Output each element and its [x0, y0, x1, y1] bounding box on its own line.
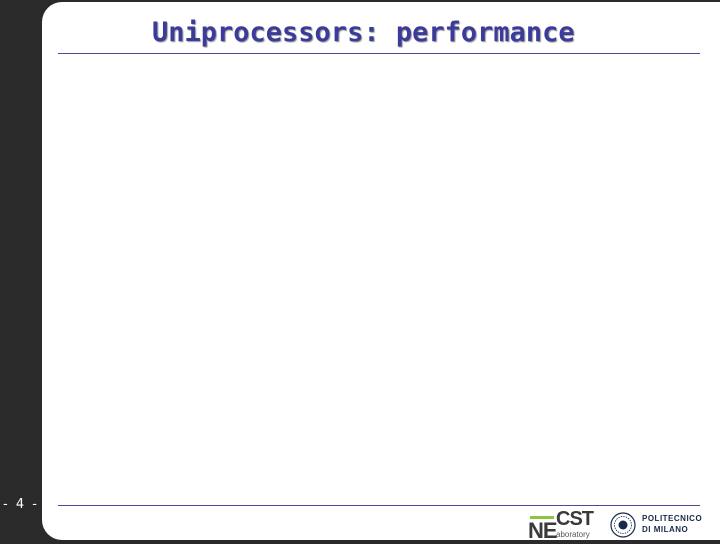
necst-logo-subtitle: aboratory — [556, 530, 590, 539]
page-number: - 4 - — [3, 497, 39, 512]
necst-logo-cst: CST — [556, 508, 594, 530]
necst-logo: NE CST aboratory — [528, 508, 604, 543]
polimi-logo-text: POLITECNICO DI MILANO — [642, 513, 702, 535]
necst-logo-ne: NE — [528, 518, 558, 543]
polimi-line2: DI MILANO — [642, 525, 689, 534]
slide-canvas: Uniprocessors: performance NE CST aborat… — [42, 2, 720, 543]
footer-divider — [58, 505, 700, 506]
polimi-logo: POLITECNICO DI MILANO — [610, 510, 720, 540]
polimi-seal-icon — [610, 512, 636, 538]
sidebar: - 4 - — [0, 0, 42, 540]
title-divider — [58, 53, 700, 54]
slide-title: Uniprocessors: performance — [152, 17, 575, 48]
necst-accent-bar — [530, 516, 554, 519]
polimi-line1: POLITECNICO — [642, 514, 703, 523]
